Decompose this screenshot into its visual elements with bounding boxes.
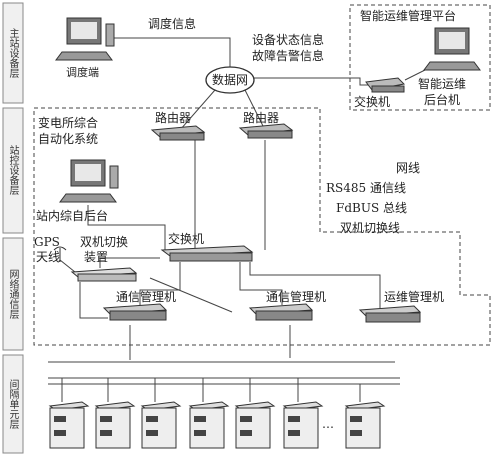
dual-switch-label-line2: 装置 — [84, 250, 108, 264]
substation-system-label-line1: 变电所综合 — [38, 115, 98, 130]
platform-title: 智能运维管理平台 — [360, 8, 456, 23]
comm-manager-left-label: 通信管理机 — [116, 289, 176, 304]
top-switch-label: 交换机 — [354, 94, 390, 109]
layer-band-master — [2, 2, 24, 104]
layer-labels: 主站设备层 站控设备层 网络通信层 间隔单元层 — [7, 28, 19, 430]
layer-label-station-control: 站控设备层 — [7, 144, 19, 196]
network-lines — [59, 37, 426, 360]
platform-boundary — [349, 4, 491, 111]
router-right-icon — [238, 123, 294, 139]
router-left-icon — [150, 125, 206, 141]
data-network-label: 数据网 — [212, 72, 248, 87]
fieldbus-lines — [48, 361, 400, 402]
substation-boundary — [33, 107, 491, 346]
dispatch-terminal-label: 调度端 — [66, 65, 99, 79]
comm-manager-left-icon — [102, 303, 168, 321]
layer-label-network: 网络通信层 — [7, 269, 19, 320]
layer-bands — [2, 2, 24, 454]
bay-unit-icon — [140, 401, 182, 449]
ops-backend-label-line1: 智能运维 — [418, 76, 466, 91]
layer-band-station-control — [2, 107, 24, 234]
layer-band-network — [2, 237, 24, 351]
bay-units — [48, 401, 386, 449]
ops-manager-label: 运维管理机 — [384, 289, 444, 304]
router-left-label: 路由器 — [155, 110, 191, 125]
bay-unit-icon — [94, 401, 136, 449]
data-network-cloud-icon — [205, 66, 255, 94]
comm-manager-right-label: 通信管理机 — [266, 289, 326, 304]
dual-switch-device-icon — [70, 267, 138, 282]
layer-band-bay — [2, 354, 24, 454]
dispatch-info-label: 调度信息 — [148, 16, 196, 31]
gps-antenna-icon — [53, 246, 67, 262]
ops-backend-label-line2: 后台机 — [424, 92, 460, 107]
bay-unit-icon — [188, 401, 230, 449]
top-switch-icon — [365, 77, 406, 93]
station-backend-computer-icon — [59, 159, 119, 203]
router-right-label: 路由器 — [243, 110, 279, 125]
fault-alarm-info-label: 故障告警信息 — [252, 48, 324, 63]
comm-manager-right-icon — [248, 303, 314, 321]
dispatch-terminal-computer-icon — [55, 17, 115, 61]
station-backend-label: 站内综自后台 — [36, 208, 108, 223]
substation-system-label-line2: 自动化系统 — [38, 132, 98, 146]
dual-switch-label-line1: 双机切换 — [80, 235, 128, 249]
bay-unit-icon — [344, 401, 386, 449]
legend-item: RS485 通信线 — [326, 181, 406, 195]
legend-item: 双机切换线 — [340, 221, 400, 235]
main-switch-icon — [160, 245, 254, 262]
bay-unit-icon — [282, 401, 324, 449]
line-type-legend: 网线 RS485 通信线 FdBUS 总线 双机切换线 — [326, 161, 420, 235]
ops-backend-computer-icon — [423, 27, 481, 71]
gps-label-line1: GPS — [34, 235, 60, 249]
layer-label-master: 主站设备层 — [7, 28, 19, 79]
gps-label-line2: 天线 — [36, 250, 60, 264]
ops-manager-icon — [358, 305, 422, 323]
bay-unit-icon — [234, 401, 276, 449]
main-switch-label: 交换机 — [168, 231, 204, 246]
legend-item: FdBUS 总线 — [336, 201, 407, 215]
device-status-info-label: 设备状态信息 — [252, 32, 324, 47]
bay-units-ellipsis: … — [322, 417, 334, 431]
layer-label-bay: 间隔单元层 — [7, 378, 19, 430]
bay-unit-icon — [48, 401, 90, 449]
legend-item: 网线 — [396, 161, 420, 175]
